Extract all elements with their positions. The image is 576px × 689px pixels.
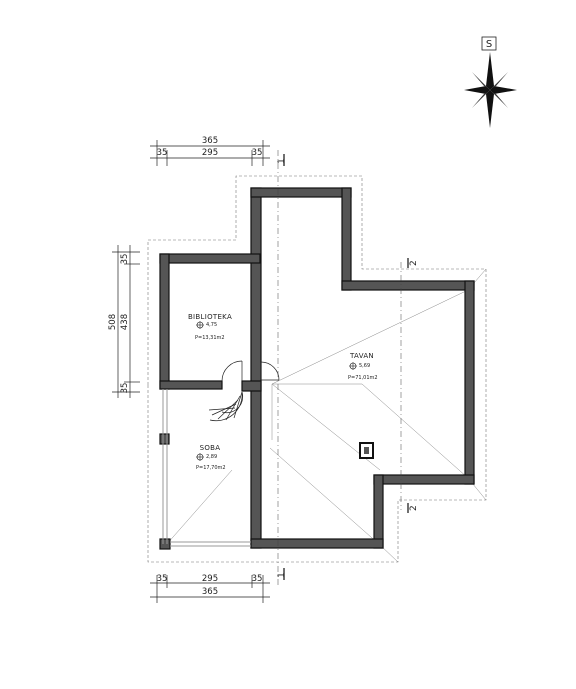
spiral-stair-icon bbox=[208, 391, 243, 422]
dim-bottom-left: 35 bbox=[157, 574, 168, 584]
room-name: TAVAN bbox=[349, 352, 374, 360]
room-tavan: TAVAN 5,69 P=71,01m2 bbox=[348, 352, 378, 381]
column-bottom-left bbox=[159, 538, 171, 550]
door-library-arc bbox=[221, 360, 243, 382]
compass-label: S bbox=[486, 39, 492, 50]
room-name: SOBA bbox=[200, 444, 221, 452]
dim-top-total: 365 bbox=[202, 136, 218, 146]
door-attic-arc bbox=[260, 361, 280, 381]
compass-label-box bbox=[481, 36, 497, 51]
compass: S bbox=[464, 36, 517, 128]
room-level: 5,69 bbox=[359, 363, 370, 369]
compass-rose-icon bbox=[464, 52, 517, 128]
bottom-dimensions: 35 295 35 365 bbox=[150, 574, 270, 603]
dim-bottom-right: 35 bbox=[252, 574, 263, 584]
wall-attic-bottom bbox=[250, 538, 384, 549]
doors bbox=[221, 360, 280, 382]
dim-top-left: 35 bbox=[157, 148, 168, 158]
dim-bottom-total: 365 bbox=[202, 587, 218, 597]
roof-lines bbox=[165, 268, 487, 563]
column-left bbox=[159, 433, 170, 445]
wall-attic-top bbox=[250, 187, 352, 198]
wall-attic-lower-right bbox=[373, 474, 384, 549]
dim-left-total: 508 bbox=[108, 314, 118, 330]
level-marker-icon bbox=[196, 453, 204, 461]
room-name: BIBLIOTEKA bbox=[188, 313, 232, 321]
wall-attic-wing-bottom bbox=[373, 474, 475, 485]
left-dimensions: 508 438 35 35 bbox=[108, 245, 140, 398]
wall-library-bottom bbox=[159, 380, 223, 390]
wall-attic-upper-right bbox=[341, 187, 352, 291]
wall-library-left bbox=[159, 253, 170, 390]
section-marker-right-top: 2 bbox=[409, 260, 419, 266]
dim-left-bottom: 35 bbox=[120, 383, 130, 394]
wall-attic-left bbox=[250, 187, 262, 549]
section-marker-top: 1 bbox=[277, 158, 287, 164]
room-area: P=17,70m2 bbox=[196, 465, 226, 471]
room-area: P=71,01m2 bbox=[348, 375, 378, 381]
dim-bottom-mid: 295 bbox=[202, 574, 218, 584]
walls bbox=[159, 187, 475, 550]
room-level: 2,89 bbox=[206, 454, 217, 460]
wall-attic-wing-top bbox=[341, 280, 475, 291]
level-marker-icon bbox=[349, 362, 357, 370]
room-level: 4,75 bbox=[206, 322, 217, 328]
soba-edges bbox=[162, 389, 251, 547]
dim-left-mid: 438 bbox=[120, 314, 130, 330]
chimney-flue bbox=[364, 447, 369, 454]
section-marker-right-bottom: 2 bbox=[409, 505, 419, 511]
section-markers: 1 1 2 2 bbox=[277, 150, 419, 585]
roof-outline bbox=[147, 175, 487, 563]
room-area: P=13,31m2 bbox=[195, 335, 225, 341]
level-marker-icon bbox=[196, 321, 204, 329]
dim-top-mid: 295 bbox=[202, 148, 218, 158]
dim-left-top: 35 bbox=[120, 254, 130, 265]
section-marker-bottom: 1 bbox=[277, 572, 287, 578]
top-dimensions: 365 35 295 35 bbox=[150, 136, 270, 166]
wall-library-corner bbox=[241, 380, 262, 392]
dim-top-right: 35 bbox=[252, 148, 263, 158]
wall-library-top bbox=[159, 253, 261, 264]
room-biblioteka: BIBLIOTEKA 4,75 P=13,31m2 bbox=[188, 313, 232, 341]
room-soba: SOBA 2,89 P=17,70m2 bbox=[196, 444, 226, 471]
wall-attic-right bbox=[464, 280, 475, 485]
